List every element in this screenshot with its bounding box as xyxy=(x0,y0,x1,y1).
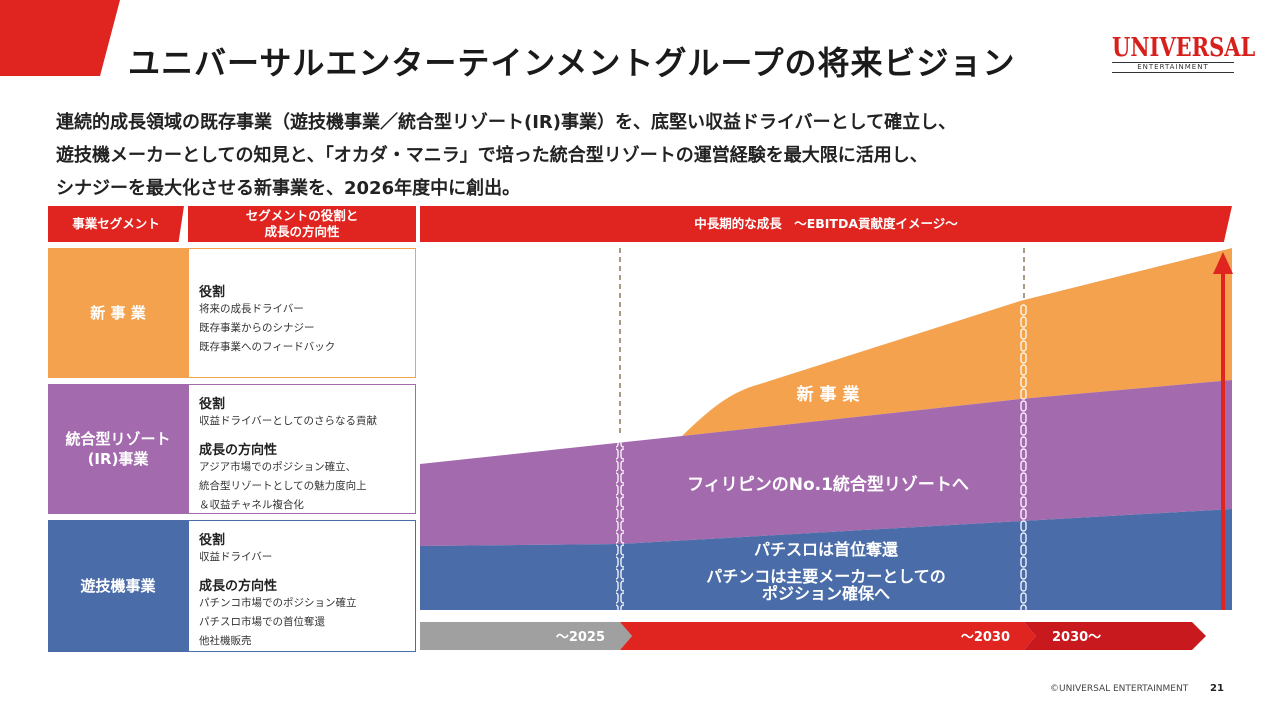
corner-accent xyxy=(0,0,120,76)
chain-divider-2030 xyxy=(1020,304,1028,610)
direction-item: 他社機販売 xyxy=(199,635,252,647)
intro-line-1: 連続的成長領域の既存事業（遊技機事業／統合型リゾート(IR)事業）を、底堅い収益… xyxy=(56,112,957,133)
header-segment: 事業セグメント xyxy=(48,206,184,242)
intro-line-2: 遊技機メーカーとしての知見と、「オカダ・マニラ」で培った統合型リゾートの運営経験… xyxy=(56,145,928,166)
label-game-line-1: パチスロは首位奪還 xyxy=(754,540,899,559)
segment-new-business-desc: 役割 将来の成長ドライバー 既存事業からのシナジー 既存事業へのフィードバック xyxy=(188,248,416,378)
direction-item: パチスロ市場での首位奪還 xyxy=(199,616,325,628)
role-item: 既存事業からのシナジー xyxy=(199,322,315,334)
area-new-business xyxy=(682,248,1232,436)
label-ir: フィリピンのNo.1統合型リゾートへ xyxy=(687,474,969,495)
segment-new-business-label: 新 事 業 xyxy=(90,304,146,322)
direction-heading: 成長の方向性 xyxy=(199,579,278,594)
direction-item: ＆収益チャネル複合化 xyxy=(199,499,304,511)
page-title: ユニバーサルエンターテインメントグループの将来ビジョン xyxy=(128,44,1016,82)
timeline-label-2030-plus: 2030～ xyxy=(1052,630,1101,645)
timeline-2030-plus-bar xyxy=(1024,622,1206,650)
direction-heading: 成長の方向性 xyxy=(199,443,278,458)
logo-sub: ENTERTAINMENT xyxy=(1112,62,1234,73)
header-role-line-2: 成長の方向性 xyxy=(264,224,340,239)
growth-chart: 新 事 業 フィリピンのNo.1統合型リゾートへ パチスロは首位奪還 パチンコは… xyxy=(420,248,1233,650)
growth-arrow-head xyxy=(1213,252,1233,274)
role-item: 収益ドライバーとしてのさらなる貢献 xyxy=(199,415,377,427)
timeline-2025-bar xyxy=(420,622,632,650)
segment-ir: 統合型リゾート (IR)事業 xyxy=(48,384,188,514)
segment-game-machine-label: 遊技機事業 xyxy=(80,577,156,595)
direction-item: パチンコ市場でのポジション確立 xyxy=(199,597,357,609)
timeline-label-2030: ～2030 xyxy=(961,630,1010,645)
role-item: 既存事業へのフィードバック xyxy=(199,341,336,353)
role-item: 収益ドライバー xyxy=(199,551,273,563)
segment-game-machine: 遊技機事業 xyxy=(48,520,188,652)
timeline-2030-bar xyxy=(620,622,1036,650)
segment-ir-label-line-2: (IR)事業 xyxy=(87,450,149,468)
intro-line-3: シナジーを最大化させる新事業を、2026年度中に創出。 xyxy=(56,178,521,199)
role-item: 将来の成長ドライバー xyxy=(199,303,304,315)
segment-game-machine-desc: 役割 収益ドライバー 成長の方向性 パチンコ市場でのポジション確立 パチスロ市場… xyxy=(188,520,416,652)
page-number: 21 xyxy=(1210,683,1224,694)
direction-item: 統合型リゾートとしての魅力度向上 xyxy=(199,480,367,492)
header-segment-label: 事業セグメント xyxy=(72,216,160,231)
label-game-line-3: ポジション確保へ xyxy=(762,584,890,603)
timeline-label-2025: ～2025 xyxy=(556,630,605,645)
segment-new-business: 新 事 業 xyxy=(48,248,188,378)
role-heading: 役割 xyxy=(199,285,226,300)
direction-item: アジア市場でのポジション確立、 xyxy=(199,461,357,473)
label-new-business: 新 事 業 xyxy=(797,384,860,405)
role-heading: 役割 xyxy=(199,397,226,412)
header-role-line-1: セグメントの役割と xyxy=(245,208,359,223)
logo-word: UNIVERSAL xyxy=(1112,30,1256,62)
header-growth-label: 中長期的な成長 ～EBITDA貢献度イメージ～ xyxy=(694,216,958,231)
segment-ir-label-line-1: 統合型リゾート xyxy=(65,430,171,448)
header-growth: 中長期的な成長 ～EBITDA貢献度イメージ～ xyxy=(420,206,1232,242)
header-role: セグメントの役割と 成長の方向性 xyxy=(188,206,416,242)
footer-copyright: ©UNIVERSAL ENTERTAINMENT xyxy=(1050,684,1189,694)
universal-logo: UNIVERSAL ENTERTAINMENT xyxy=(1112,30,1256,76)
role-heading: 役割 xyxy=(199,533,226,548)
segment-ir-desc: 役割 収益ドライバーとしてのさらなる貢献 成長の方向性 アジア市場でのポジション… xyxy=(188,384,416,514)
label-game-line-2: パチンコは主要メーカーとしての xyxy=(706,567,946,586)
chain-divider-2025 xyxy=(616,440,624,610)
